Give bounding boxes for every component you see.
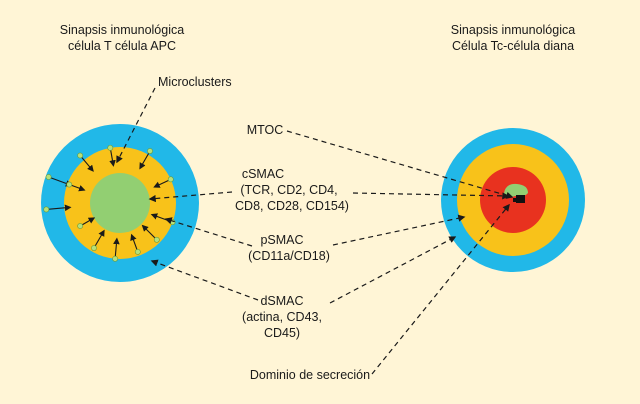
right-synapse xyxy=(441,128,585,272)
microcluster-dot-11 xyxy=(77,223,84,229)
leader-microclusters xyxy=(116,87,156,164)
left-csmac-center xyxy=(90,173,150,233)
microcluster-arrow-2 xyxy=(79,155,94,172)
label-microclusters: Microclusters xyxy=(158,75,232,89)
right-title-line2: Célula Tc-célula diana xyxy=(452,39,574,53)
leader-secretion xyxy=(371,203,510,375)
microcluster-arrow-8 xyxy=(130,233,139,253)
leader-lines xyxy=(116,87,514,375)
label-psmac-line2: (CD11a/CD18) xyxy=(248,249,330,263)
mtoc-marker xyxy=(516,195,525,203)
microcluster-dot-3 xyxy=(107,144,114,151)
left-title-line2: célula T célula APC xyxy=(68,39,176,53)
label-dsmac-line3: CD45) xyxy=(264,326,300,340)
label-csmac-line2: (TCR, CD2, CD4, xyxy=(240,183,337,197)
microcluster-dot-8 xyxy=(134,248,141,255)
mtoc-marker-notch xyxy=(513,198,517,202)
microcluster-dot-9 xyxy=(112,255,119,262)
label-dsmac-line2: (actina, CD43, xyxy=(242,310,322,324)
microcluster-dot-5 xyxy=(167,176,174,183)
leader-dsmac-left xyxy=(150,259,259,301)
label-dsmac-title: dSMAC xyxy=(260,294,303,308)
microcluster-arrow-9 xyxy=(113,237,120,259)
leader-csmac-right xyxy=(352,192,510,200)
microcluster-dot-4 xyxy=(147,148,153,154)
microcluster-arrow-10 xyxy=(93,229,105,249)
microcluster-dot-12 xyxy=(43,206,50,213)
microcluster-dot-7 xyxy=(153,236,160,243)
microcluster-group xyxy=(43,144,176,262)
left-synapse xyxy=(41,124,199,282)
right-title-line1: Sinapsis inmunológica xyxy=(451,23,575,37)
leader-psmac-right xyxy=(332,214,466,246)
label-mtoc: MTOC xyxy=(247,123,284,137)
microcluster-arrow-3 xyxy=(109,147,116,167)
microcluster-dot-2 xyxy=(77,152,84,159)
label-secretion-domain: Dominio de secreción xyxy=(250,368,370,382)
label-csmac-title: cSMAC xyxy=(242,167,284,181)
leader-mtoc xyxy=(286,130,514,199)
microcluster-dot-1 xyxy=(45,174,52,180)
leader-dsmac-right xyxy=(329,236,457,304)
left-title-line1: Sinapsis inmunológica xyxy=(60,23,184,37)
microcluster-arrow-12 xyxy=(46,204,72,212)
microcluster-arrow-5 xyxy=(153,178,171,188)
microcluster-arrow-7 xyxy=(141,224,158,241)
leader-psmac-left xyxy=(164,217,253,247)
microcluster-dot-10 xyxy=(91,245,97,251)
microcluster-dot-13 xyxy=(66,181,73,188)
leader-csmac-left xyxy=(148,191,233,203)
label-csmac-line3: CD8, CD28, CD154) xyxy=(235,199,349,213)
label-psmac-title: pSMAC xyxy=(260,233,303,247)
microcluster-arrow-4 xyxy=(139,150,151,170)
